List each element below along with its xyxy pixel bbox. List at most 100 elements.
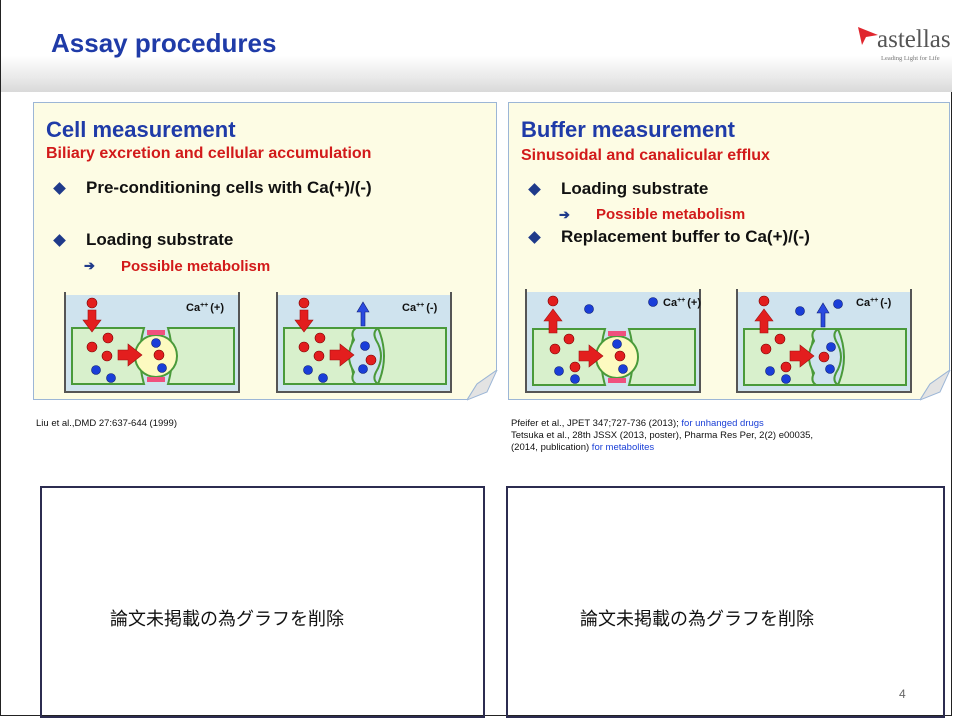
header-band: Assay procedures astellas Leading Light … bbox=[1, 0, 952, 92]
panel-title: Buffer measurement bbox=[521, 117, 735, 142]
buffer-diagram-ca-minus: Ca++(-) bbox=[734, 289, 914, 394]
cell-diagram-ca-minus: Ca++(-) bbox=[274, 292, 454, 394]
reference-line: Pfeifer et al., JPET 347;727-736 (2013); bbox=[511, 418, 682, 429]
calcium-label: Ca++(+) bbox=[186, 302, 224, 314]
calcium-label: Ca++(-) bbox=[402, 302, 438, 314]
reference-note: for metabolites bbox=[589, 442, 655, 453]
buffer-measurement-panel: Buffer measurement Sinusoidal and canali… bbox=[508, 102, 950, 400]
substrate-dot bbox=[548, 296, 558, 306]
metabolite-dot bbox=[585, 305, 594, 314]
bullet-diamond-icon bbox=[53, 182, 66, 195]
calcium-label: Ca++(-) bbox=[856, 297, 892, 309]
metabolite-dot bbox=[555, 367, 564, 376]
efflux-arrow bbox=[544, 309, 562, 333]
metabolite-dot bbox=[158, 364, 167, 373]
substrate-dot bbox=[315, 333, 325, 343]
metabolite-dot bbox=[826, 365, 835, 374]
well-wall bbox=[526, 289, 700, 392]
sub-arrow-icon: ➔ bbox=[84, 258, 95, 273]
logo-star-icon bbox=[858, 27, 878, 45]
bullet-text: Loading substrate bbox=[561, 179, 709, 198]
cell-diagram-ca-plus: Ca++(+) bbox=[62, 292, 242, 394]
metabolite-dot bbox=[782, 375, 791, 384]
well-wall bbox=[277, 292, 451, 392]
bullet-text: Pre-conditioning cells with Ca(+)/(-) bbox=[86, 178, 372, 197]
page-curl-decoration bbox=[467, 370, 498, 401]
bullet-text: Replacement buffer to Ca(+)/(-) bbox=[561, 227, 810, 246]
uptake-arrow bbox=[83, 310, 101, 332]
metabolite-dot bbox=[92, 366, 101, 375]
bullet-text: Loading substrate bbox=[86, 230, 234, 249]
placeholder-text: 論文未掲載の為グラフを削除 bbox=[110, 609, 344, 629]
metabolite-dot bbox=[766, 367, 775, 376]
tight-junction bbox=[147, 377, 165, 382]
well-wall bbox=[737, 289, 911, 392]
substrate-dot bbox=[775, 334, 785, 344]
page-curl-decoration bbox=[920, 370, 951, 401]
substrate-dot bbox=[103, 333, 113, 343]
substrate-dot bbox=[759, 296, 769, 306]
tight-junction bbox=[608, 378, 626, 383]
metabolite-dot bbox=[152, 339, 161, 348]
metabolite-dot bbox=[619, 365, 628, 374]
well-wall bbox=[65, 292, 239, 392]
metabolite-dot bbox=[319, 374, 328, 383]
efflux-arrow bbox=[357, 302, 369, 326]
sub-note: Possible metabolism bbox=[121, 258, 271, 275]
excretion-arrow bbox=[790, 345, 814, 367]
left-reference: Liu et al.,DMD 27:637-644 (1999) bbox=[36, 418, 177, 429]
hepatocyte-right bbox=[378, 328, 446, 384]
efflux-arrow bbox=[755, 309, 773, 333]
panel-subtitle: Biliary excretion and cellular accumulat… bbox=[46, 145, 372, 162]
metabolite-dot bbox=[571, 375, 580, 384]
substrate-dot bbox=[314, 351, 324, 361]
metabolite-dot bbox=[827, 343, 836, 352]
substrate-dot bbox=[819, 352, 829, 362]
efflux-arrow bbox=[817, 303, 829, 327]
reference-note: for unhanged drugs bbox=[681, 418, 764, 429]
substrate-dot bbox=[87, 298, 97, 308]
bullet-diamond-icon bbox=[53, 234, 66, 247]
bullet-diamond-icon bbox=[528, 183, 541, 196]
substrate-dot bbox=[154, 350, 164, 360]
substrate-dot bbox=[102, 351, 112, 361]
cell-measurement-panel: Cell measurement Biliary excretion and c… bbox=[33, 102, 497, 400]
substrate-dot bbox=[615, 351, 625, 361]
excretion-arrow bbox=[330, 344, 354, 366]
page-number: 4 bbox=[899, 687, 906, 701]
substrate-dot bbox=[781, 362, 791, 372]
logo-wordmark: astellas bbox=[877, 26, 951, 53]
panel-title: Cell measurement bbox=[46, 117, 236, 142]
right-graph-placeholder: 論文未掲載の為グラフを削除 bbox=[506, 486, 945, 718]
hepatocyte-right bbox=[838, 329, 906, 385]
substrate-dot bbox=[761, 344, 771, 354]
metabolite-dot bbox=[304, 366, 313, 375]
metabolite-dot bbox=[107, 374, 116, 383]
metabolite-dot bbox=[361, 342, 370, 351]
logo-tagline: Leading Light for Life bbox=[881, 55, 940, 62]
substrate-dot bbox=[564, 334, 574, 344]
metabolite-dot bbox=[834, 300, 843, 309]
metabolite-dot bbox=[613, 340, 622, 349]
buffer-diagram-ca-plus: Ca++(+) bbox=[523, 289, 703, 394]
panel-subtitle: Sinusoidal and canalicular efflux bbox=[521, 147, 770, 164]
excretion-arrow bbox=[118, 344, 142, 366]
right-reference: Pfeifer et al., JPET 347;727-736 (2013);… bbox=[511, 418, 813, 454]
substrate-dot bbox=[299, 298, 309, 308]
bullet-diamond-icon bbox=[528, 231, 541, 244]
reference-line: Tetsuka et al., 28th JSSX (2013, poster)… bbox=[511, 430, 814, 441]
left-graph-placeholder: 論文未掲載の為グラフを削除 bbox=[40, 486, 485, 718]
tight-junction bbox=[147, 330, 165, 335]
metabolite-dot bbox=[359, 365, 368, 374]
substrate-dot bbox=[366, 355, 376, 365]
substrate-dot bbox=[299, 342, 309, 352]
substrate-dot bbox=[570, 362, 580, 372]
open-canaliculus bbox=[349, 328, 381, 384]
metabolite-dot bbox=[649, 298, 658, 307]
substrate-dot bbox=[550, 344, 560, 354]
metabolite-dot bbox=[796, 307, 805, 316]
calcium-label: Ca++(+) bbox=[663, 297, 701, 309]
sub-note: Possible metabolism bbox=[596, 206, 746, 223]
substrate-dot bbox=[87, 342, 97, 352]
uptake-arrow bbox=[295, 310, 313, 332]
